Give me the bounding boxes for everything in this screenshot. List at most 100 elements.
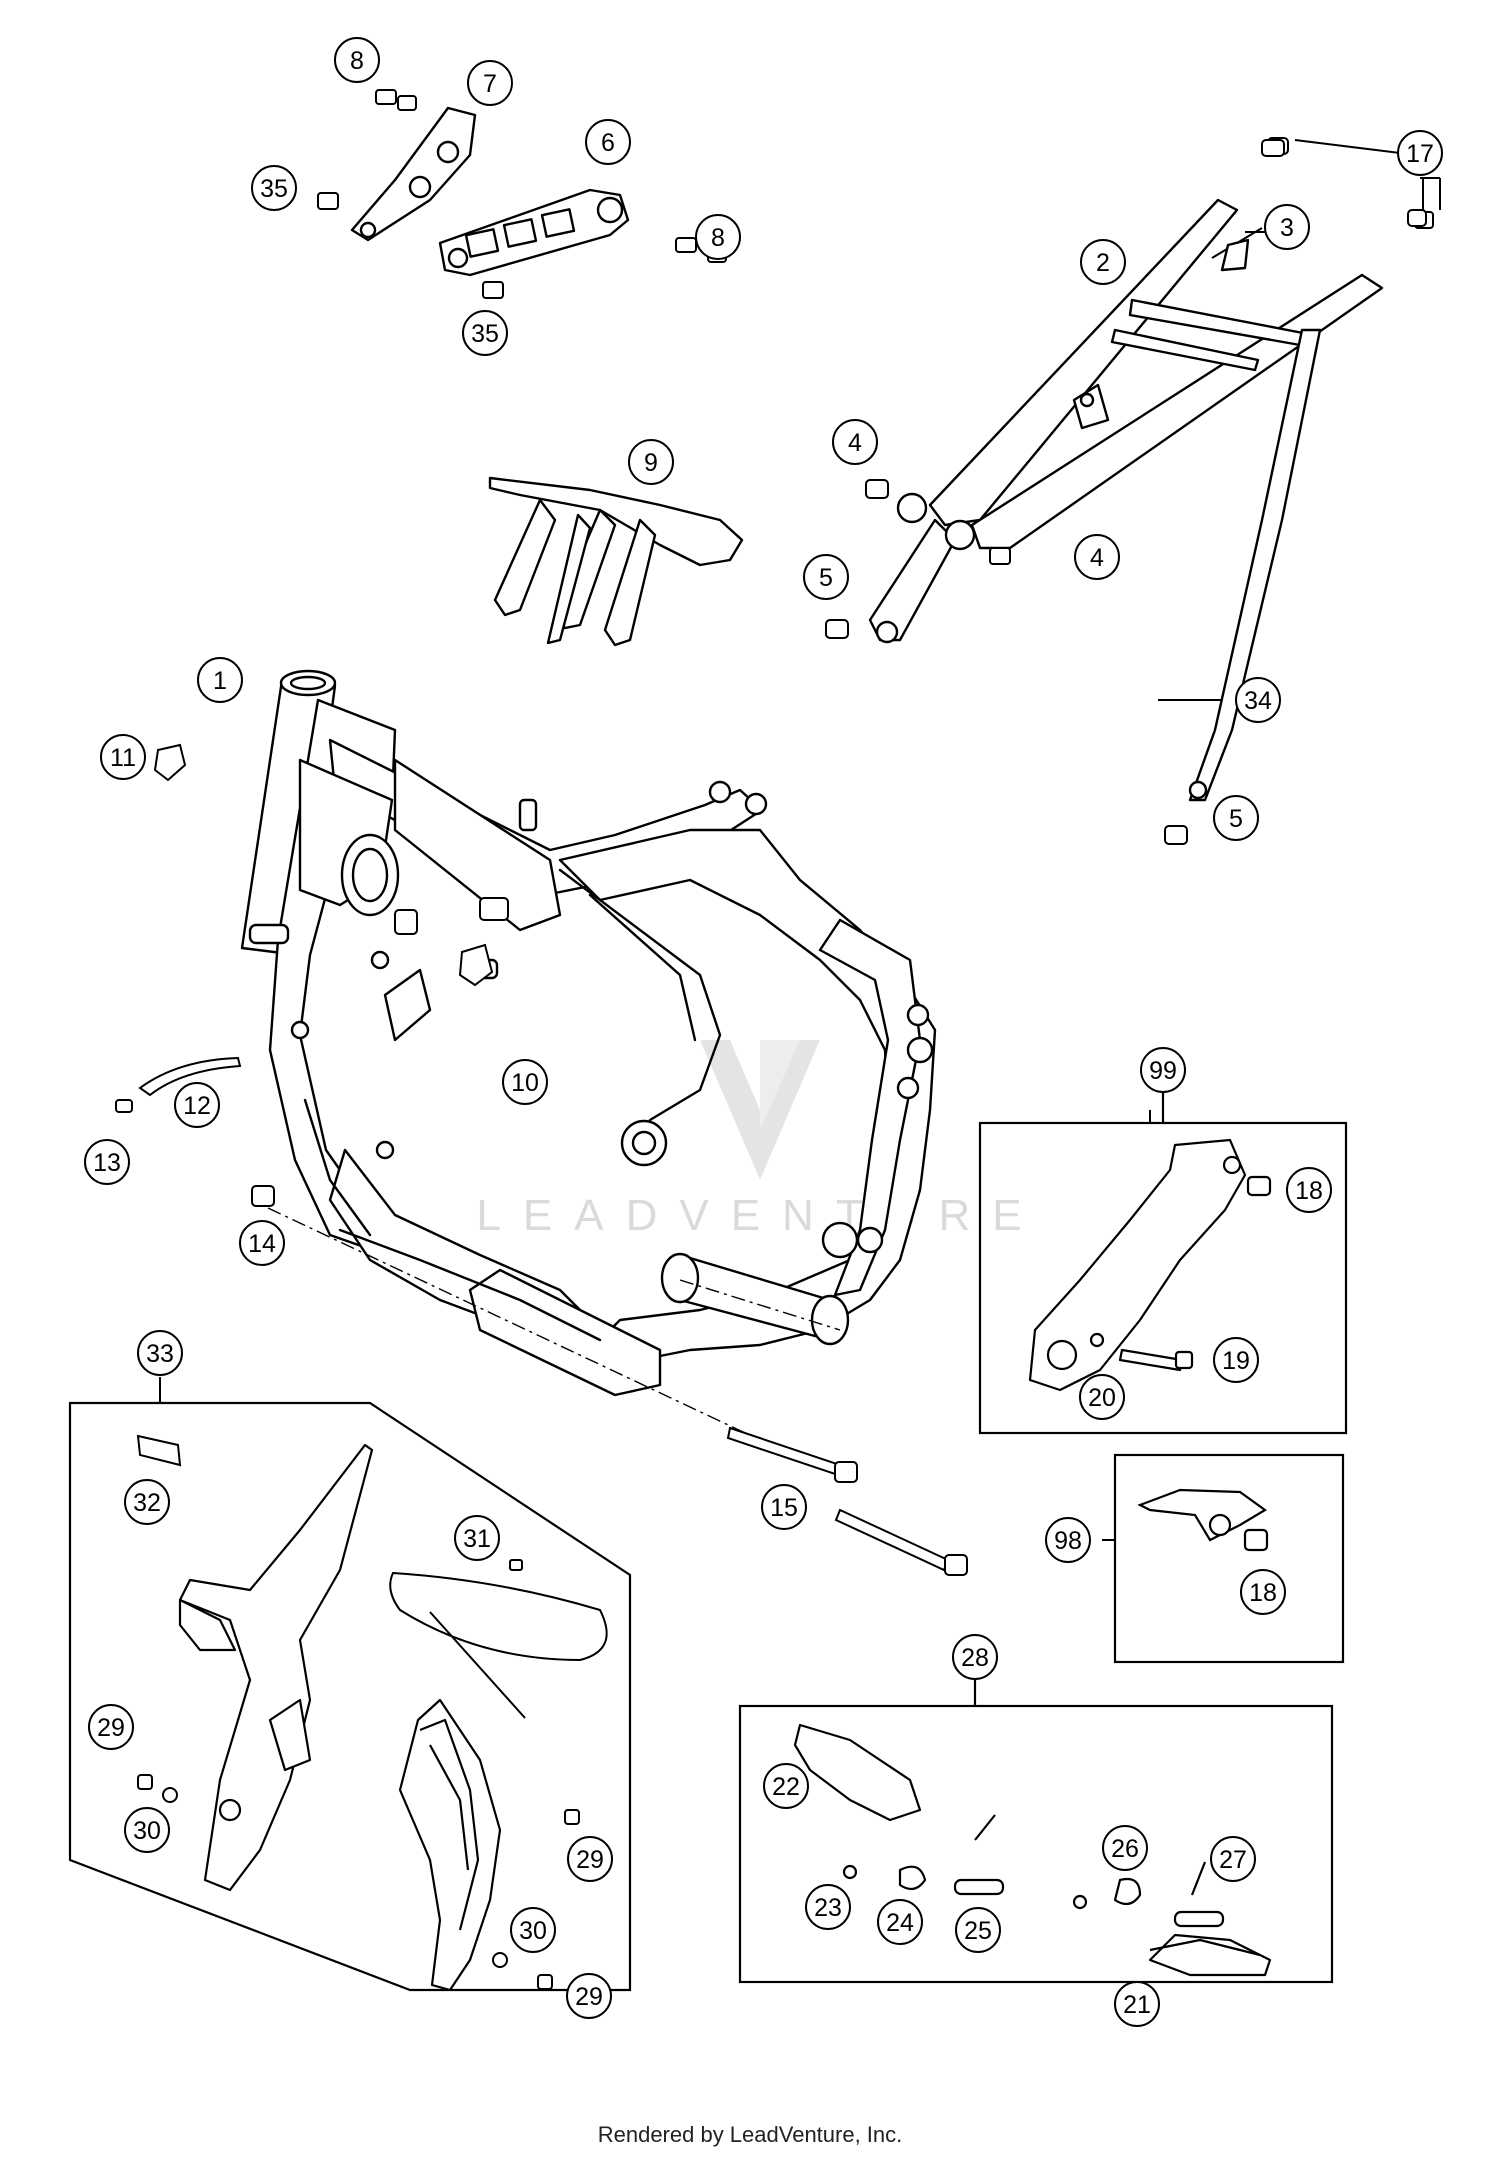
callout-8: 8 [334,37,380,83]
footer-credit: Rendered by LeadVenture, Inc. [597,2122,903,2147]
callout-number: 24 [886,1909,914,1937]
frame-guard-right [398,1698,502,1992]
fasteners-top [317,89,1434,845]
callout-99: 99 [1140,1047,1186,1093]
callout-number: 10 [511,1069,539,1097]
callout-circle [1210,1836,1256,1882]
callout-circle [197,657,243,703]
callout-circle [1140,1047,1186,1093]
callout-circle [124,1479,170,1525]
watermark-text: LEADVENTURE [476,1191,1043,1240]
callout-number: 31 [463,1525,491,1553]
callout-number: 12 [183,1092,211,1120]
callout-circle [1213,795,1259,841]
callout-number: 28 [961,1644,989,1672]
callout-number: 8 [350,47,364,75]
callout-circle [1286,1167,1332,1213]
callout-circle [1397,130,1443,176]
callout-6: 6 [585,119,631,165]
callout-number: 23 [814,1894,842,1922]
callout-26: 26 [1102,1825,1148,1871]
axis-line [267,1207,841,1441]
callout-34: 34 [1235,677,1281,723]
callout-number: 29 [97,1714,125,1742]
callout-number: 22 [772,1773,800,1801]
callout-number: 15 [770,1494,798,1522]
callout-circle [1213,1337,1259,1383]
callout-22: 22 [763,1763,809,1809]
callout-number: 19 [1222,1347,1250,1375]
callout-number: 9 [644,449,658,477]
callout-circle [334,37,380,83]
callout-number: 11 [110,744,136,772]
callout-number: 14 [248,1230,276,1258]
callout-1: 1 [197,657,243,703]
callout-circle [124,1807,170,1853]
kickstand-part-99 [1028,1138,1272,1392]
callout-17: 17 [1397,130,1443,176]
callout-35: 35 [251,165,297,211]
callout-circle [174,1082,220,1128]
callout-8: 8 [695,214,741,260]
callout-24: 24 [877,1899,923,1945]
callout-circle [1235,677,1281,723]
callout-number: 6 [601,129,615,157]
callout-21: 21 [1114,1981,1160,2027]
callout-18: 18 [1286,1167,1332,1213]
callout-circle [567,1836,613,1882]
callout-circle [510,1907,556,1953]
leader-lines [159,139,1441,1706]
callout-circle [803,554,849,600]
callout-15: 15 [761,1484,807,1530]
callout-circle [805,1884,851,1930]
callout-circle [251,165,297,211]
callouts: 1234455678891011121314151718181920212223… [84,37,1443,2027]
callout-circle [585,119,631,165]
callout-number: 7 [483,70,497,98]
callout-number: 98 [1054,1527,1082,1555]
callout-98: 98 [1045,1517,1091,1563]
callout-4: 4 [1074,534,1120,580]
callout-circle [462,310,508,356]
callout-number: 4 [1090,544,1104,572]
callout-number: 5 [1229,805,1243,833]
small-parts-left [115,743,509,1207]
callout-23: 23 [805,1884,851,1930]
callout-number: 99 [1149,1057,1177,1085]
bracket-6 [438,188,630,277]
callout-number: 21 [1123,1991,1151,2019]
callout-number: 17 [1406,140,1434,168]
callout-number: 13 [93,1149,121,1177]
frame-guard-group [68,1401,632,1992]
callout-13: 13 [84,1139,130,1185]
callout-circle [832,419,878,465]
box-28 [738,1676,1334,1984]
callout-circle [239,1220,285,1266]
callout-circle [1264,204,1310,250]
watermark: LEADVENTURE [476,1040,1043,1240]
callout-12: 12 [174,1082,220,1128]
callout-5: 5 [803,554,849,600]
callout-circle [628,439,674,485]
callout-11: 11 [100,734,146,780]
callout-number: 18 [1295,1177,1323,1205]
callout-number: 33 [146,1340,174,1368]
callout-29: 29 [567,1836,613,1882]
callout-number: 3 [1280,214,1294,242]
callout-circle [502,1059,548,1105]
callout-10: 10 [502,1059,548,1105]
callout-3: 3 [1264,204,1310,250]
frame-guard-left [178,1443,374,1892]
callout-circle [88,1704,134,1750]
callout-circle [1240,1569,1286,1615]
callout-circle [877,1899,923,1945]
callout-number: 18 [1249,1579,1277,1607]
callout-5: 5 [1213,795,1259,841]
callout-number: 4 [848,429,862,457]
callout-number: 34 [1244,687,1272,715]
zip-ties [136,1434,608,1990]
watermark-logo-facet [760,1040,800,1130]
callout-number: 5 [819,564,833,592]
callout-35: 35 [462,310,508,356]
